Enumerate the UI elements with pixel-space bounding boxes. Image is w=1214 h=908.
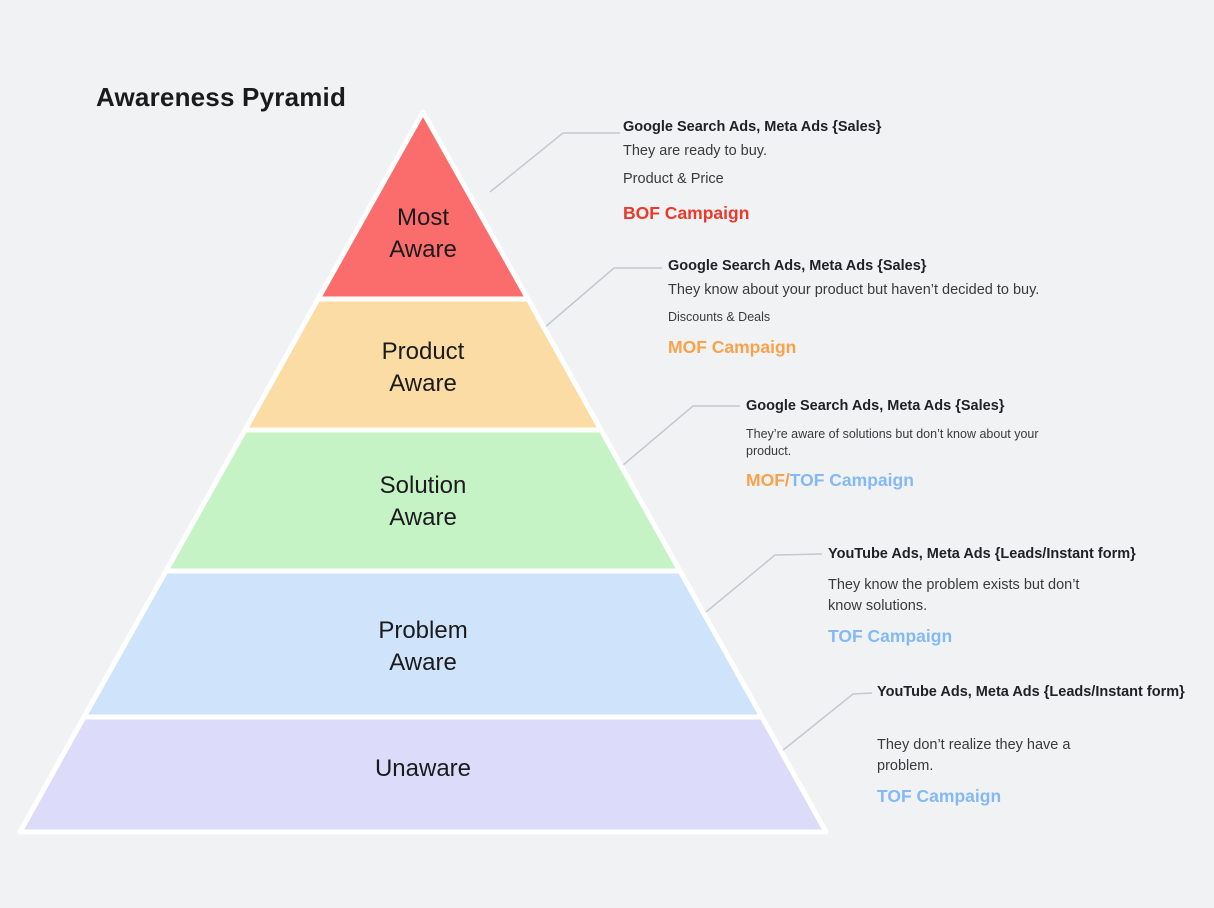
annotation-body-line: know solutions.	[828, 598, 928, 614]
annotation-heading: YouTube Ads, Meta Ads {Leads/Instant for…	[828, 546, 1136, 562]
annotation-most-aware: Google Search Ads, Meta Ads {Sales} They…	[623, 118, 1023, 224]
pyramid-label-most-aware: Most Aware	[273, 202, 573, 266]
campaign-label: MOF Campaign	[668, 336, 1068, 358]
pyramid-label-problem-aware: Problem Aware	[273, 615, 573, 679]
label-line: Aware	[389, 370, 457, 397]
annotation-heading: Google Search Ads, Meta Ads {Sales}	[623, 119, 882, 135]
label-line: Most	[396, 204, 449, 231]
label-line: Product	[381, 338, 465, 365]
annotation-body-line: Product & Price	[623, 171, 724, 187]
annotation-heading: Google Search Ads, Meta Ads {Sales}	[746, 398, 1005, 414]
annotation-body-line: They are ready to buy.	[623, 143, 768, 159]
campaign-label: TOF Campaign	[877, 785, 1214, 807]
label-line: Aware	[389, 236, 457, 263]
campaign-label-part: TOF Campaign	[877, 786, 1002, 806]
connector-line-solution-aware	[621, 405, 740, 467]
campaign-label: MOF/TOF Campaign	[746, 469, 1146, 491]
connector-line-unaware	[781, 692, 873, 752]
connector-line-problem-aware	[705, 553, 823, 613]
label-line: Unaware	[374, 755, 472, 782]
annotation-heading: YouTube Ads, Meta Ads {Leads/Instant for…	[877, 684, 1185, 700]
campaign-label-part: MOF Campaign	[668, 337, 797, 357]
annotation-body-line: They don’t realize they have a	[877, 737, 1071, 753]
annotation-body-line: They know about your product but haven’t…	[668, 282, 1040, 298]
campaign-label: BOF Campaign	[623, 202, 1023, 224]
label-line: Solution	[379, 472, 467, 499]
pyramid-label-unaware: Unaware	[273, 753, 573, 785]
annotation-body-line: Discounts & Deals	[668, 310, 771, 324]
connector-line-most-aware	[489, 132, 620, 193]
campaign-label: TOF Campaign	[828, 625, 1214, 647]
annotation-body-line: product.	[746, 444, 792, 458]
annotation-solution-aware: Google Search Ads, Meta Ads {Sales} They…	[746, 397, 1146, 491]
campaign-label-part: TOF Campaign	[789, 470, 914, 490]
label-line: Problem	[378, 617, 468, 644]
pyramid-label-solution-aware: Solution Aware	[273, 470, 573, 534]
label-line: Aware	[389, 649, 457, 676]
pyramid-label-product-aware: Product Aware	[273, 336, 573, 400]
annotation-body-line: They know the problem exists but don’t	[828, 577, 1080, 593]
pyramid-layer-unaware-shape	[17, 714, 829, 835]
campaign-label-part: TOF Campaign	[828, 626, 953, 646]
campaign-label-part: BOF Campaign	[623, 203, 750, 223]
annotation-body-line: problem.	[877, 758, 934, 774]
annotation-product-aware: Google Search Ads, Meta Ads {Sales} They…	[668, 257, 1068, 358]
connector-line-product-aware	[543, 267, 662, 329]
annotation-body-line: They’re aware of solutions but don’t kno…	[746, 427, 1039, 441]
page-title: Awareness Pyramid	[96, 82, 347, 112]
annotation-unaware: YouTube Ads, Meta Ads {Leads/Instant for…	[877, 683, 1214, 807]
annotation-problem-aware: YouTube Ads, Meta Ads {Leads/Instant for…	[828, 545, 1214, 647]
label-line: Aware	[389, 504, 457, 531]
annotation-heading: Google Search Ads, Meta Ads {Sales}	[668, 258, 927, 274]
campaign-label-part: MOF/	[746, 470, 790, 490]
